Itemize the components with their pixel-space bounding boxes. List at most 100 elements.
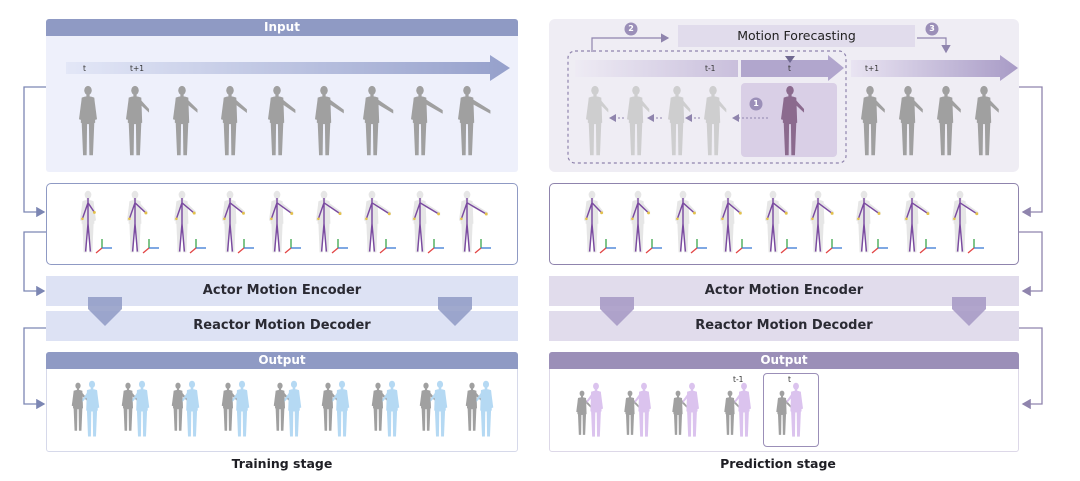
actor-figure bbox=[121, 382, 138, 431]
axes-gizmo bbox=[189, 239, 206, 254]
right-time-t: t bbox=[788, 64, 791, 73]
axes-gizmo bbox=[690, 239, 707, 254]
forecast-actor-figure bbox=[975, 85, 999, 156]
actor-figure bbox=[776, 390, 791, 435]
actor-figure bbox=[273, 382, 290, 431]
axes-gizmo bbox=[427, 239, 444, 254]
right-forecast-block: Motion Forecasting bbox=[678, 25, 915, 47]
right-output-title: Output bbox=[549, 352, 1019, 369]
skeleton-joints bbox=[413, 198, 440, 252]
axes-gizmo bbox=[967, 239, 984, 254]
actor-figure bbox=[71, 382, 88, 431]
left-decoder-block: Reactor Motion Decoder bbox=[46, 311, 518, 341]
axes-gizmo bbox=[474, 239, 491, 254]
skeleton-joints bbox=[175, 198, 196, 252]
right-time-t-plus-1: t+1 bbox=[865, 64, 879, 73]
actor-figure bbox=[371, 382, 388, 431]
reactor-figure bbox=[382, 380, 400, 437]
axes-gizmo bbox=[780, 239, 797, 254]
actor-figure bbox=[363, 85, 394, 156]
actor-figure bbox=[411, 85, 443, 156]
past-actor-figure bbox=[627, 85, 650, 156]
forecast-actor-figure bbox=[937, 85, 961, 156]
actor-figure bbox=[221, 382, 238, 431]
forecast-actor-figure bbox=[899, 85, 923, 156]
skeleton-joints bbox=[460, 198, 488, 252]
right-time-t-minus-1: t-1 bbox=[705, 64, 716, 73]
actor-figure bbox=[465, 382, 482, 431]
left-encoder-label: Actor Motion Encoder bbox=[202, 283, 362, 298]
actor-figure bbox=[171, 382, 188, 431]
reactor-figure bbox=[786, 382, 803, 437]
past-actor-figure bbox=[586, 85, 609, 156]
left-time-t: t bbox=[83, 64, 86, 73]
reactor-figure bbox=[132, 380, 150, 437]
reactor-figure bbox=[734, 382, 751, 437]
skeleton-joints bbox=[811, 198, 834, 252]
current-actor-figure bbox=[781, 85, 805, 156]
right-decoder-label: Reactor Motion Decoder bbox=[695, 318, 873, 333]
reactor-figure bbox=[430, 380, 448, 437]
axes-gizmo bbox=[379, 239, 396, 254]
right-decoder-block: Reactor Motion Decoder bbox=[549, 311, 1019, 341]
skeleton-joints bbox=[81, 198, 96, 252]
axes-gizmo bbox=[142, 239, 159, 254]
past-actor-figure bbox=[704, 85, 727, 156]
axes-gizmo bbox=[735, 239, 752, 254]
right-output-time-t: t bbox=[788, 375, 791, 384]
axes-gizmo bbox=[331, 239, 348, 254]
skeleton-joints bbox=[676, 198, 696, 252]
right-encoder-label: Actor Motion Encoder bbox=[704, 283, 864, 298]
skeleton-joints bbox=[905, 198, 930, 252]
skeleton-joints bbox=[365, 198, 391, 252]
right-step-3-label: 3 bbox=[929, 24, 935, 33]
skeleton-joints bbox=[721, 198, 742, 252]
reactor-figure bbox=[82, 380, 100, 437]
right-step-1-label: 1 bbox=[753, 99, 759, 108]
axes-gizmo bbox=[825, 239, 842, 254]
right-step-2-label: 2 bbox=[628, 24, 634, 33]
actor-figure bbox=[79, 85, 97, 156]
reactor-figure bbox=[232, 380, 250, 437]
left-decoder-label: Reactor Motion Decoder bbox=[193, 318, 371, 333]
axes-gizmo bbox=[284, 239, 301, 254]
actor-figure bbox=[221, 85, 247, 156]
left-output-title: Output bbox=[46, 352, 518, 369]
right-forecast-label: Motion Forecasting bbox=[737, 28, 856, 43]
actor-figure bbox=[419, 382, 436, 431]
reactor-figure bbox=[332, 380, 350, 437]
human-figure bbox=[269, 190, 294, 253]
actor-figure bbox=[672, 390, 687, 435]
skeleton-joints bbox=[128, 198, 148, 252]
axes-gizmo bbox=[919, 239, 936, 254]
actor-figure bbox=[576, 390, 591, 435]
actor-figure bbox=[126, 85, 150, 156]
actor-figure bbox=[321, 382, 338, 431]
actor-figure bbox=[624, 390, 639, 435]
reactor-figure bbox=[586, 382, 603, 437]
skeleton-joints bbox=[585, 198, 604, 252]
reactor-figure bbox=[476, 380, 494, 437]
skeleton-joints bbox=[857, 198, 881, 252]
right-output-current-box bbox=[763, 373, 819, 447]
right-caption: Prediction stage bbox=[720, 456, 836, 471]
skeleton-joints bbox=[953, 198, 979, 252]
actor-figure bbox=[724, 390, 739, 435]
skeleton-joints bbox=[631, 198, 650, 252]
reactor-figure bbox=[634, 382, 651, 437]
skeleton-joints bbox=[223, 198, 245, 252]
axes-gizmo bbox=[237, 239, 254, 254]
axes-gizmo bbox=[599, 239, 616, 254]
right-output-time-t-minus-1: t-1 bbox=[733, 375, 744, 384]
skeleton-joints bbox=[270, 198, 294, 252]
